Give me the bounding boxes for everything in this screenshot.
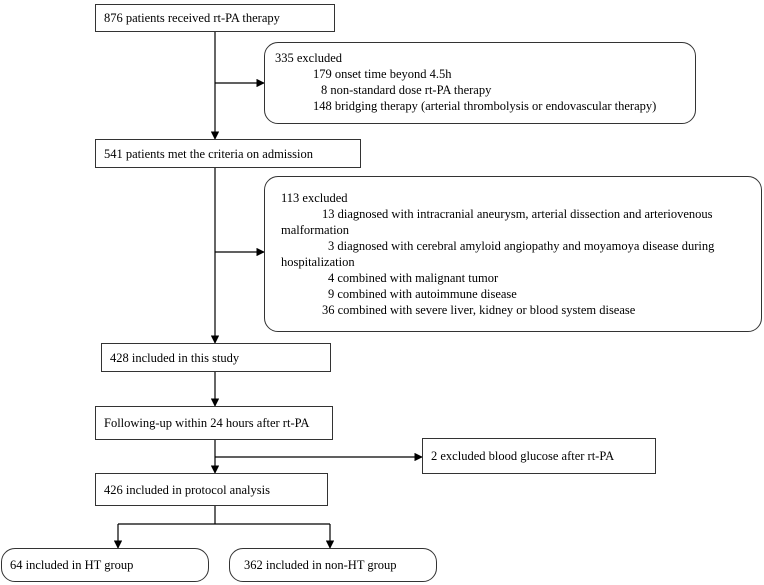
box-exclusion-1: 335 excluded 179 onset time beyond 4.5h … [264, 42, 696, 124]
exclusion-1-item: 148 bridging therapy (arterial thromboly… [313, 99, 657, 113]
exclusion-2-title: 113 excluded [281, 191, 348, 205]
exclusion-2-item: 36 combined with severe liver, kidney or… [322, 303, 636, 317]
box-exclusion-3: 2 excluded blood glucose after rt-PA [422, 438, 656, 474]
exclusion-2-item: 9 combined with autoimmune disease [328, 287, 517, 301]
box-met-criteria-text: 541 patients met the criteria on admissi… [104, 146, 313, 161]
exclusion-1-title: 335 excluded [275, 51, 342, 65]
box-ht-group-text: 64 included in HT group [10, 558, 134, 572]
exclusion-2-item: 3 diagnosed with cerebral amyloid angiop… [281, 239, 715, 269]
box-protocol-text: 426 included in protocol analysis [104, 482, 270, 497]
box-non-ht-group-text: 362 included in non-HT group [244, 558, 397, 572]
box-exclusion-2: 113 excluded 13 diagnosed with intracran… [264, 176, 762, 332]
exclusion-1-item: 179 onset time beyond 4.5h [313, 67, 452, 81]
box-met-criteria: 541 patients met the criteria on admissi… [95, 139, 361, 168]
box-exclusion-3-text: 2 excluded blood glucose after rt-PA [431, 449, 615, 463]
box-included-text: 428 included in this study [110, 350, 240, 365]
box-included: 428 included in this study [101, 343, 331, 372]
box-received: 876 patients received rt-PA therapy [95, 4, 335, 32]
exclusion-2-item: 4 combined with malignant tumor [328, 271, 499, 285]
box-follow-up-text: Following-up within 24 hours after rt-PA [104, 416, 310, 430]
box-follow-up: Following-up within 24 hours after rt-PA [95, 406, 333, 440]
box-received-text: 876 patients received rt-PA therapy [104, 11, 280, 25]
exclusion-2-item: 13 diagnosed with intracranial aneurysm,… [281, 207, 713, 237]
box-protocol: 426 included in protocol analysis [95, 473, 328, 506]
exclusion-1-item: 8 non-standard dose rt-PA therapy [321, 83, 492, 97]
box-non-ht-group: 362 included in non-HT group [229, 548, 437, 582]
box-ht-group: 64 included in HT group [1, 548, 209, 582]
